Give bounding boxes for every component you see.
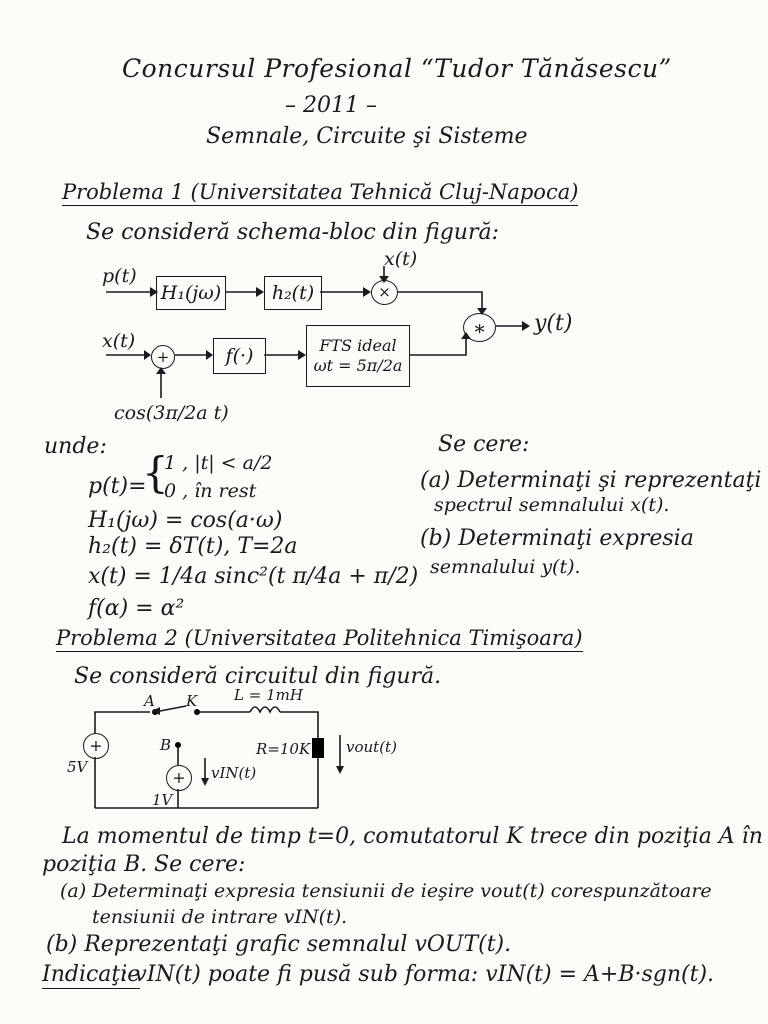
input-p-label: p(t) bbox=[102, 265, 137, 287]
p2-req-a-line1: (a) Determinaţi expresia tensiunii de ie… bbox=[60, 880, 712, 902]
convolution-node: ∗ bbox=[463, 313, 496, 342]
problem2-heading: Problema 2 (Universitatea Politehnica Ti… bbox=[56, 626, 583, 652]
block-f: f(·) bbox=[213, 338, 266, 374]
inductor-label: L = 1mH bbox=[234, 686, 303, 704]
switch-k-label: K bbox=[186, 692, 198, 710]
p-case-2: 0 , în rest bbox=[164, 480, 257, 502]
h2-definition: h₂(t) = δT(t), T=2a bbox=[88, 534, 298, 559]
block-h1: H₁(jω) bbox=[156, 276, 226, 310]
source-1v-label: 1V bbox=[152, 791, 173, 809]
contest-subject: Semnale, Circuite şi Sisteme bbox=[206, 124, 528, 149]
node-a-label: A bbox=[144, 692, 155, 710]
multiplier-node: × bbox=[371, 280, 398, 305]
p2-req-a-line2: tensiunii de intrare vIN(t). bbox=[92, 906, 348, 928]
contest-year: – 2011 – bbox=[285, 93, 377, 118]
problem2-text-line1: La momentul de timp t=0, comutatorul K t… bbox=[62, 824, 763, 849]
h1-definition: H₁(jω) = cos(a·ω) bbox=[88, 508, 283, 533]
block-fts-ideal: FTS ideal ωt = 5π/2a bbox=[306, 325, 410, 387]
p1-req-b-line2: semnalului y(t). bbox=[430, 556, 581, 578]
vin-label: vIN(t) bbox=[211, 764, 257, 782]
p1-req-b-line1: (b) Determinaţi expresia bbox=[420, 526, 694, 551]
node-b-label: B bbox=[160, 736, 172, 754]
source-1v-icon: + bbox=[166, 765, 192, 791]
p-brace: { bbox=[142, 448, 169, 497]
block-h2: h₂(t) bbox=[264, 276, 322, 310]
problem2-intro: Se consideră circuitul din figură. bbox=[74, 664, 442, 689]
mult-input-label: x(t) bbox=[384, 248, 418, 270]
p1-req-a-line1: (a) Determinaţi şi reprezentaţi bbox=[420, 468, 762, 493]
input-x-label: x(t) bbox=[102, 330, 136, 352]
fts-line1: FTS ideal bbox=[319, 336, 397, 355]
sum-node: + bbox=[151, 345, 175, 369]
f-definition: f(α) = α² bbox=[88, 596, 185, 621]
hint-text: : vIN(t) poate fi pusă sub forma: vIN(t)… bbox=[120, 962, 715, 987]
output-y-label: y(t) bbox=[534, 311, 573, 336]
fts-line2: ωt = 5π/2a bbox=[313, 356, 403, 375]
p1-requirements-label: Se cere: bbox=[438, 432, 530, 457]
p-definition-lhs: p(t)= bbox=[88, 474, 147, 499]
contest-title: Concursul Profesional “Tudor Tănăsescu” bbox=[122, 54, 672, 83]
x-definition: x(t) = 1/4a sinc²(t π/4a + π/2) bbox=[88, 564, 419, 589]
resistor-label: R=10K bbox=[256, 740, 311, 758]
source-5v-label: 5V bbox=[67, 758, 88, 776]
hint-label: Indicaţie bbox=[42, 962, 141, 989]
problem1-intro: Se consideră schema-bloc din figură: bbox=[86, 220, 500, 245]
where-label: unde: bbox=[44, 434, 107, 459]
source-5v-icon: + bbox=[83, 733, 109, 759]
p2-req-b: (b) Reprezentaţi grafic semnalul vOUT(t)… bbox=[46, 932, 512, 957]
problem1-heading: Problema 1 (Universitatea Tehnică Cluj-N… bbox=[62, 180, 579, 206]
problem2-text-line2: poziţia B. Se cere: bbox=[42, 852, 246, 877]
cos-input-label: cos(3π/2a t) bbox=[114, 402, 229, 424]
p-case-1: 1 , |t| < a/2 bbox=[164, 452, 273, 474]
vout-label: vout(t) bbox=[346, 738, 397, 756]
p1-req-a-line2: spectrul semnalului x(t). bbox=[434, 494, 670, 516]
